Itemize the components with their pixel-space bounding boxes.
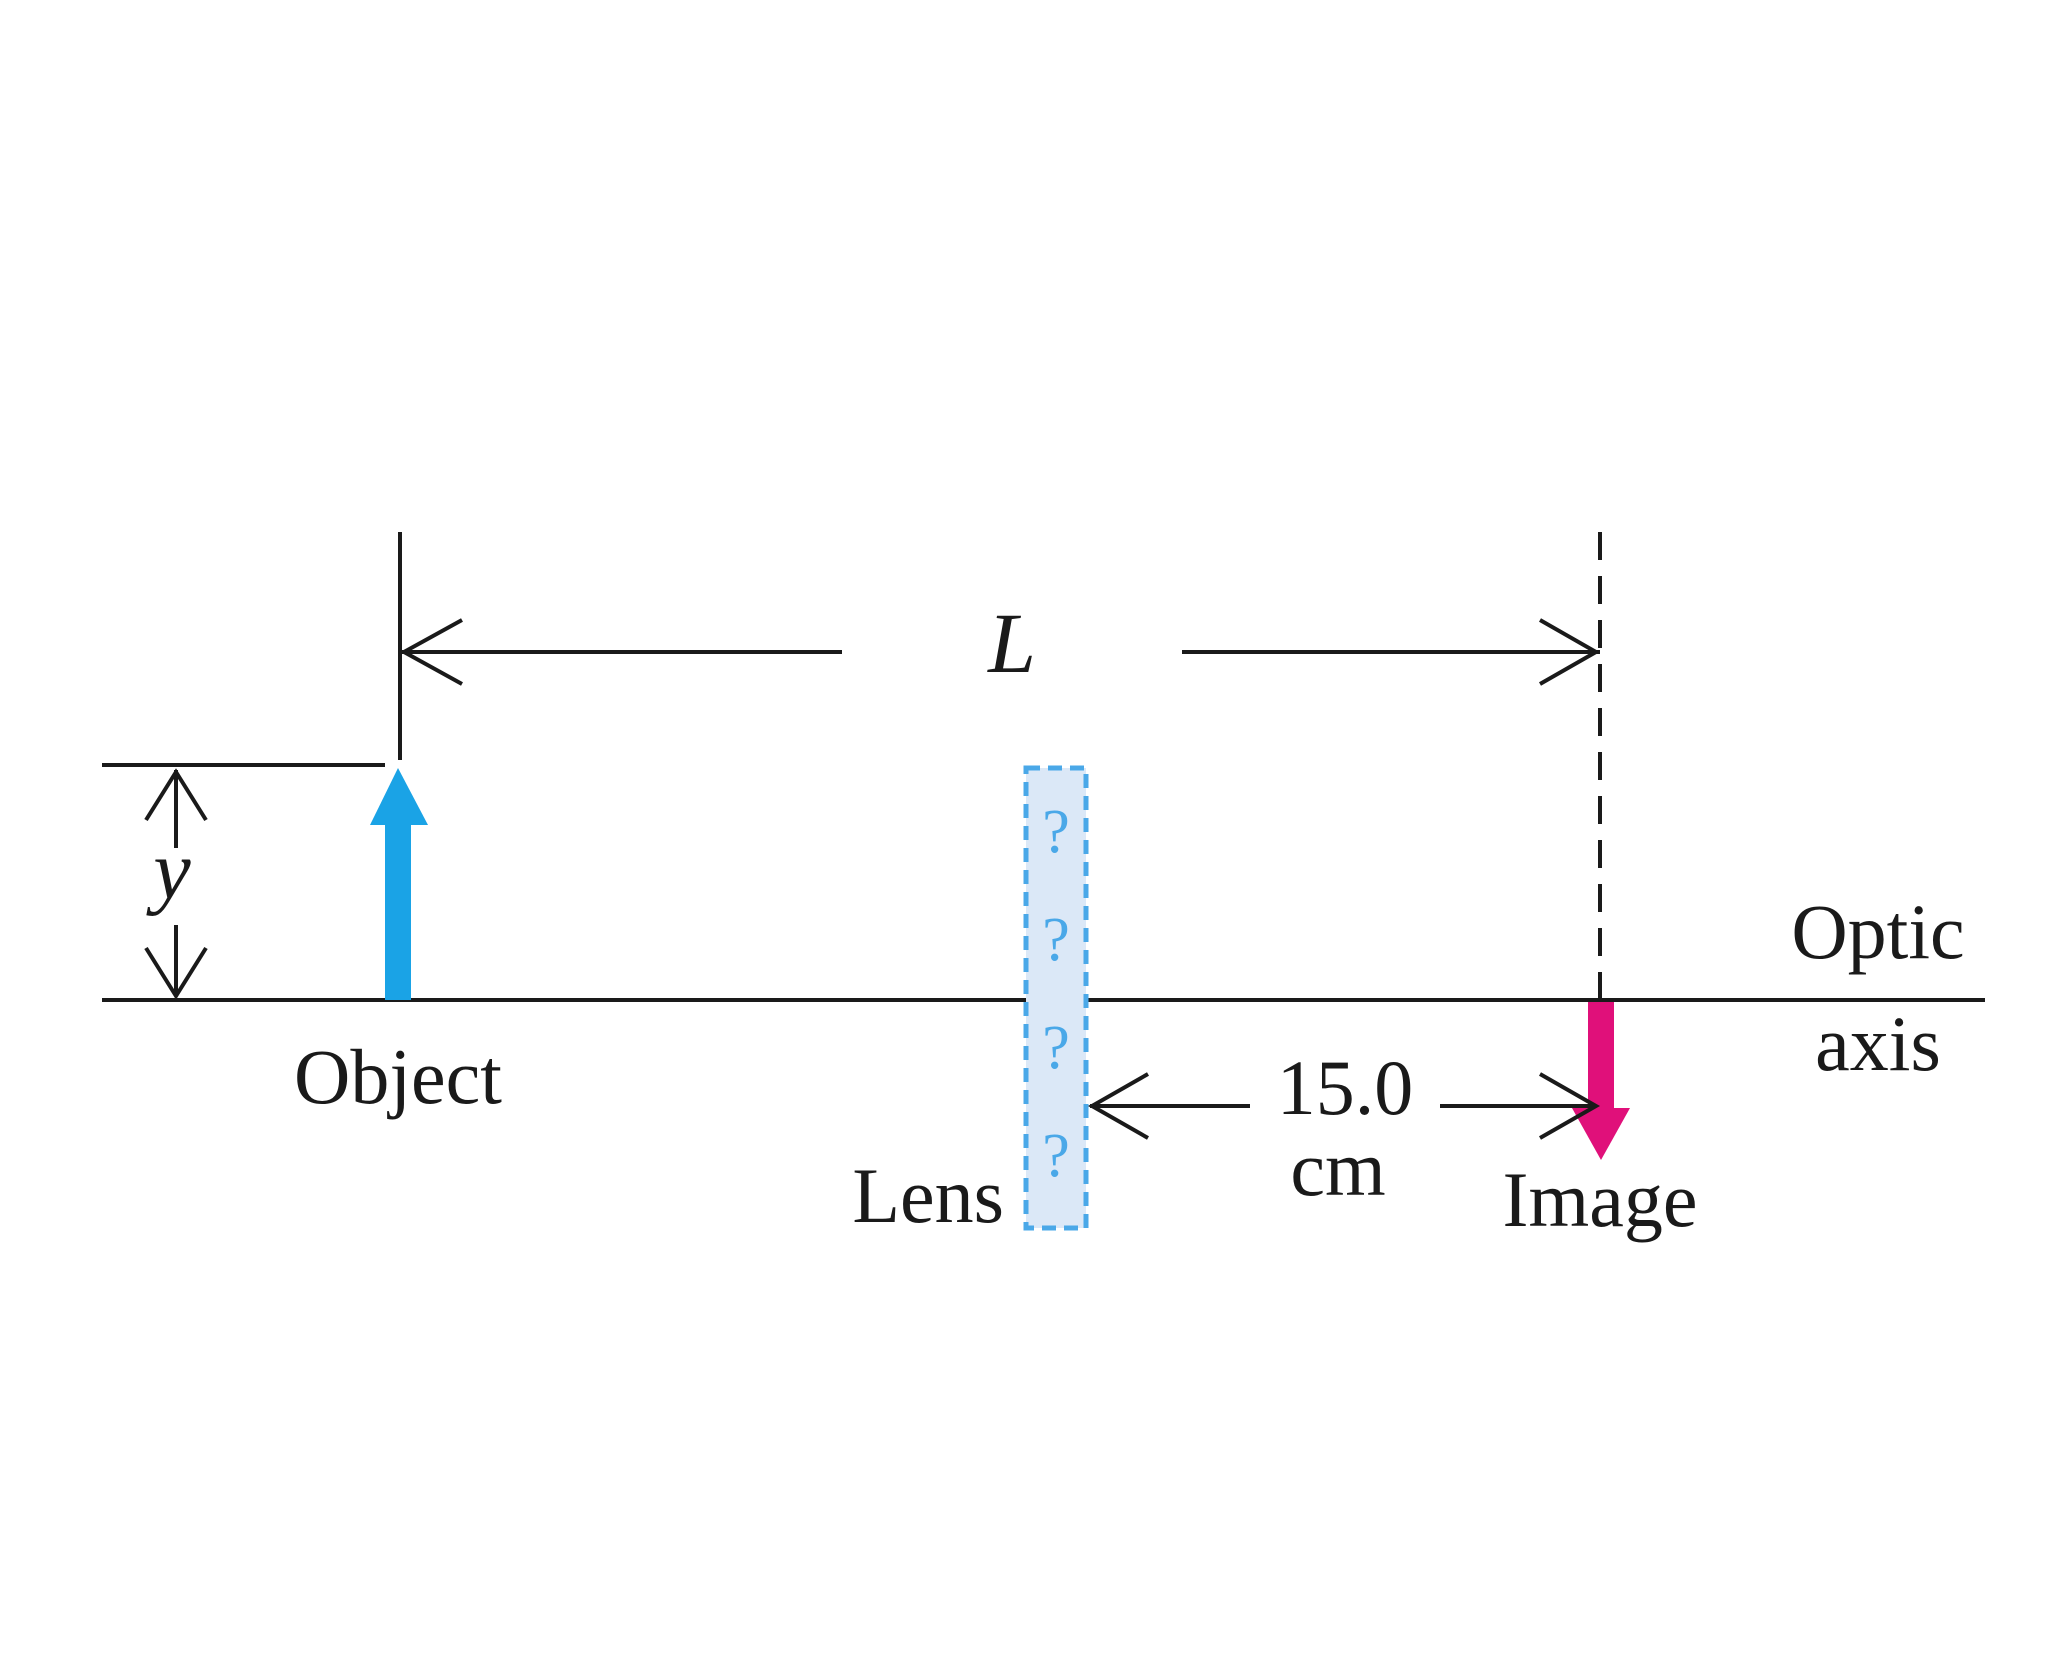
distance-value-label: 15.0 <box>1277 1044 1414 1131</box>
distance-L-label: L <box>986 595 1036 691</box>
lens-question-mark-4: ? <box>1042 1122 1070 1190</box>
distance-unit-label: cm <box>1290 1125 1385 1212</box>
object-arrow <box>370 768 428 1000</box>
lens-question-mark-1: ? <box>1042 798 1070 866</box>
object-label: Object <box>294 1033 502 1120</box>
distance-15cm-dimension <box>1087 1072 1601 1140</box>
distance-L-dimension <box>399 618 1601 686</box>
lens-question-mark-3: ? <box>1042 1014 1070 1082</box>
height-y-dimension <box>102 763 385 1000</box>
optic-axis-label-line2: axis <box>1815 1000 1941 1087</box>
unknown-lens: ? ? ? ? <box>1023 765 1089 1231</box>
height-y-label: y <box>145 824 191 917</box>
image-arrow <box>1572 1002 1630 1160</box>
lens-question-mark-2: ? <box>1042 906 1070 974</box>
optic-axis-label-line1: Optic <box>1791 888 1964 975</box>
image-label: Image <box>1503 1156 1698 1243</box>
lens-label: Lens <box>852 1152 1004 1239</box>
